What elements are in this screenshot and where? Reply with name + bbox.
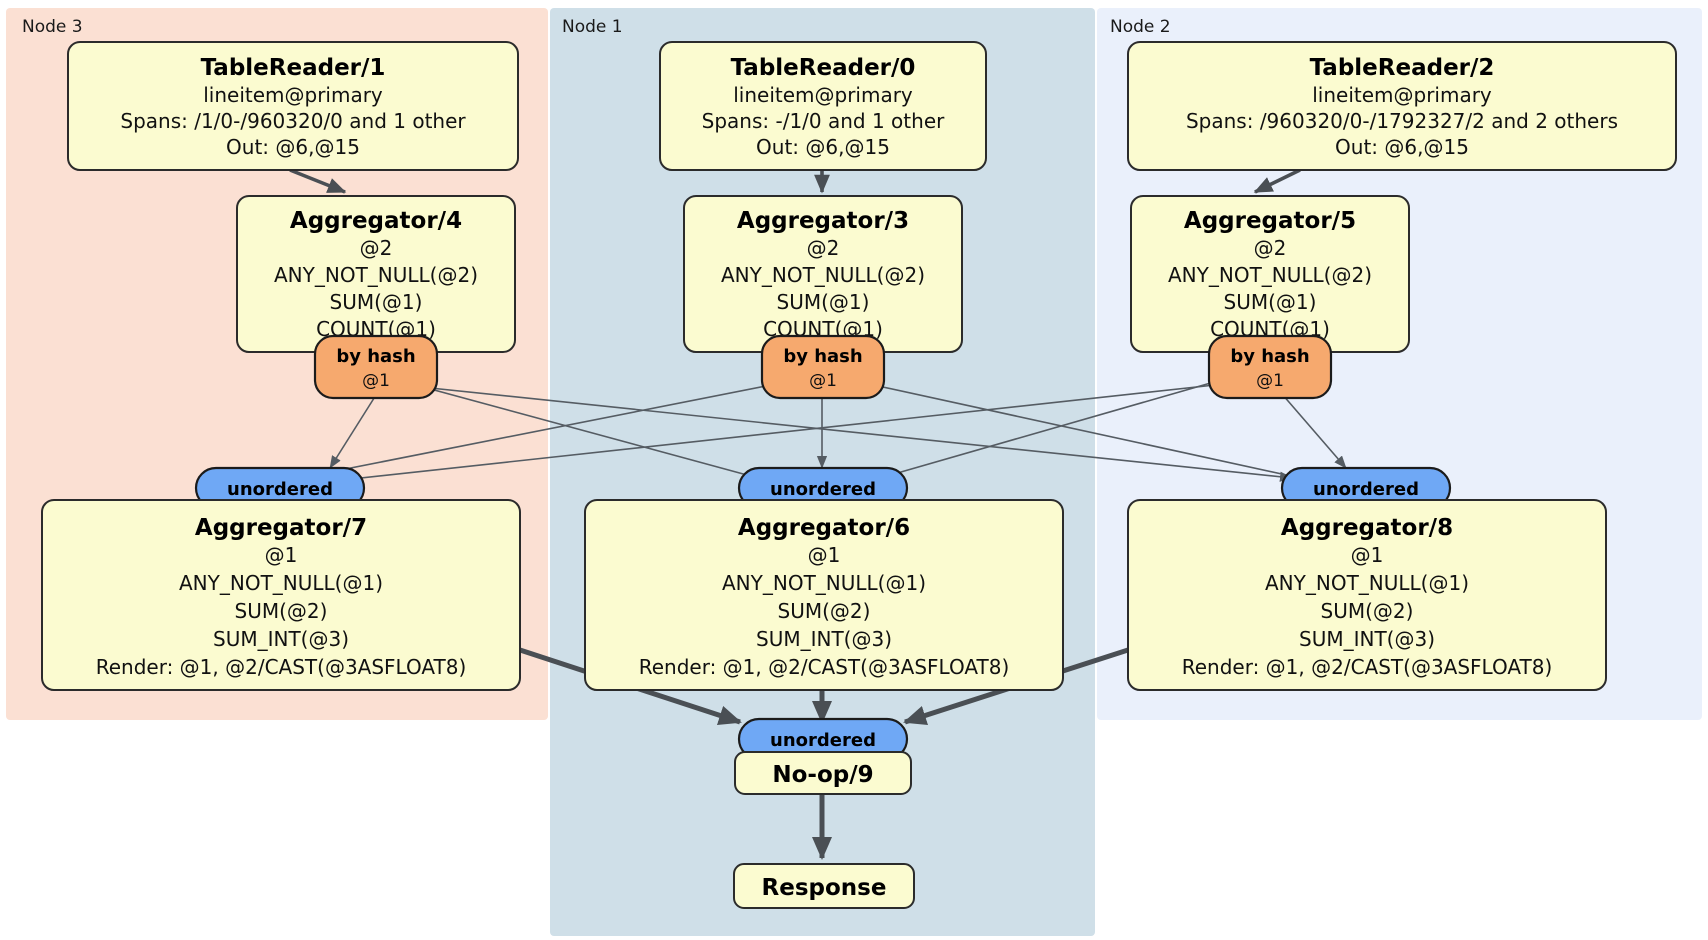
processor-detail-line: @2: [807, 236, 840, 260]
processor-detail-line: ANY_NOT_NULL(@1): [722, 571, 926, 595]
processor-tablereader-1[interactable]: TableReader/1 lineitem@primary Spans: /1…: [67, 41, 519, 171]
processor-detail-line: Render: @1, @2/CAST(@3ASFLOAT8): [96, 655, 467, 679]
badge-sublabel: @1: [809, 371, 837, 391]
processor-detail-line: @1: [808, 543, 841, 567]
processor-detail-line: Render: @1, @2/CAST(@3ASFLOAT8): [1182, 655, 1553, 679]
processor-detail-line: SUM_INT(@3): [756, 627, 892, 651]
processor-detail-line: SUM(@2): [1321, 599, 1414, 623]
edge-hashright-to-unordered-right: [1281, 393, 1347, 469]
processor-detail-line: Spans: /1/0-/960320/0 and 1 other: [120, 109, 466, 133]
processor-title: TableReader/0: [731, 55, 916, 81]
processor-detail-line: ANY_NOT_NULL(@2): [274, 263, 478, 287]
edge-hashmid-to-unordered-left: [299, 381, 787, 481]
badge-by-hash-right[interactable]: by hash @1: [1207, 334, 1333, 400]
processor-detail-line: ANY_NOT_NULL(@2): [721, 263, 925, 287]
processor-detail-line: SUM(@1): [1224, 290, 1317, 314]
badge-label: unordered: [1313, 479, 1419, 500]
processor-title: TableReader/2: [1310, 55, 1495, 81]
processor-title: Aggregator/3: [737, 208, 909, 234]
processor-detail-line: SUM(@2): [778, 599, 871, 623]
processor-detail-line: @1: [265, 543, 298, 567]
processor-title: TableReader/1: [201, 55, 386, 81]
badge-label: unordered: [770, 730, 876, 751]
edge-tablereader2-to-aggregator5: [1253, 168, 1301, 194]
processor-detail-line: ANY_NOT_NULL(@1): [179, 571, 383, 595]
processor-detail-line: SUM(@1): [777, 290, 870, 314]
badge-label: by hash: [1230, 346, 1309, 367]
badge-label: by hash: [783, 346, 862, 367]
processor-aggregator-6[interactable]: Aggregator/6 @1 ANY_NOT_NULL(@1) SUM(@2)…: [584, 499, 1064, 691]
processor-detail-line: Spans: /960320/0-/1792327/2 and 2 others: [1186, 109, 1618, 133]
badge-label: by hash: [336, 346, 415, 367]
edge-tablereader1-to-aggregator4: [289, 168, 347, 194]
node-panel-label-node1: Node 1: [562, 17, 623, 37]
processor-detail-line: Out: @6,@15: [1335, 135, 1469, 159]
edge-hashright-to-unordered-left: [305, 383, 1225, 488]
processor-title: Aggregator/4: [290, 208, 462, 234]
processor-title: No-op/9: [772, 762, 873, 788]
processor-detail-line: Out: @6,@15: [226, 135, 360, 159]
badge-by-hash-mid[interactable]: by hash @1: [760, 334, 886, 400]
node-panel-label-node3: Node 3: [22, 17, 83, 37]
processor-aggregator-5[interactable]: Aggregator/5 @2 ANY_NOT_NULL(@2) SUM(@1)…: [1130, 195, 1410, 353]
processor-aggregator-4[interactable]: Aggregator/4 @2 ANY_NOT_NULL(@2) SUM(@1)…: [236, 195, 516, 353]
badge-sublabel: @1: [362, 371, 390, 391]
processor-detail-line: SUM(@1): [330, 290, 423, 314]
processor-detail-line: lineitem@primary: [733, 83, 913, 107]
processor-detail-line: Out: @6,@15: [756, 135, 890, 159]
edge-hashleft-to-unordered-left: [329, 394, 377, 469]
processor-tablereader-2[interactable]: TableReader/2 lineitem@primary Spans: /9…: [1127, 41, 1677, 171]
processor-detail-line: SUM_INT(@3): [213, 627, 349, 651]
badge-label: unordered: [227, 479, 333, 500]
processor-detail-line: ANY_NOT_NULL(@1): [1265, 571, 1469, 595]
badge-unordered-final[interactable]: unordered: [737, 717, 909, 761]
processor-detail-line: ANY_NOT_NULL(@2): [1168, 263, 1372, 287]
node-panel-label-node2: Node 2: [1110, 17, 1171, 37]
processor-aggregator-7[interactable]: Aggregator/7 @1 ANY_NOT_NULL(@1) SUM(@2)…: [41, 499, 521, 691]
processor-title: Aggregator/5: [1184, 208, 1356, 234]
processor-detail-line: @2: [360, 236, 393, 260]
processor-detail-line: lineitem@primary: [1312, 83, 1492, 107]
badge-unordered-mid[interactable]: unordered: [737, 466, 909, 510]
badge-unordered-right[interactable]: unordered: [1280, 466, 1452, 510]
processor-detail-line: @1: [1351, 543, 1384, 567]
processor-aggregator-3[interactable]: Aggregator/3 @2 ANY_NOT_NULL(@2) SUM(@1)…: [683, 195, 963, 353]
processor-detail-line: Spans: -/1/0 and 1 other: [702, 109, 945, 133]
processor-response[interactable]: Response: [733, 863, 915, 909]
edge-hashleft-to-unordered-right: [391, 383, 1293, 482]
processor-detail-line: lineitem@primary: [203, 83, 383, 107]
processor-title: Aggregator/6: [738, 515, 910, 541]
processor-title: Response: [762, 875, 887, 901]
processor-noop-9[interactable]: No-op/9: [734, 751, 912, 795]
processor-title: Aggregator/8: [1281, 515, 1453, 541]
processor-title: Aggregator/7: [195, 515, 367, 541]
badge-label: unordered: [770, 479, 876, 500]
processor-detail-line: @2: [1254, 236, 1287, 260]
processor-detail-line: Render: @1, @2/CAST(@3ASFLOAT8): [639, 655, 1010, 679]
badge-by-hash-left[interactable]: by hash @1: [313, 334, 439, 400]
badge-sublabel: @1: [1256, 371, 1284, 391]
processor-detail-line: SUM_INT(@3): [1299, 627, 1435, 651]
processor-tablereader-0[interactable]: TableReader/0 lineitem@primary Spans: -/…: [659, 41, 987, 171]
processor-detail-line: SUM(@2): [235, 599, 328, 623]
processor-aggregator-8[interactable]: Aggregator/8 @1 ANY_NOT_NULL(@1) SUM(@2)…: [1127, 499, 1607, 691]
edge-hashleft-to-unordered-mid: [389, 377, 759, 480]
edge-hashright-to-unordered-mid: [879, 377, 1229, 480]
edge-hashmid-to-unordered-right: [859, 381, 1301, 481]
